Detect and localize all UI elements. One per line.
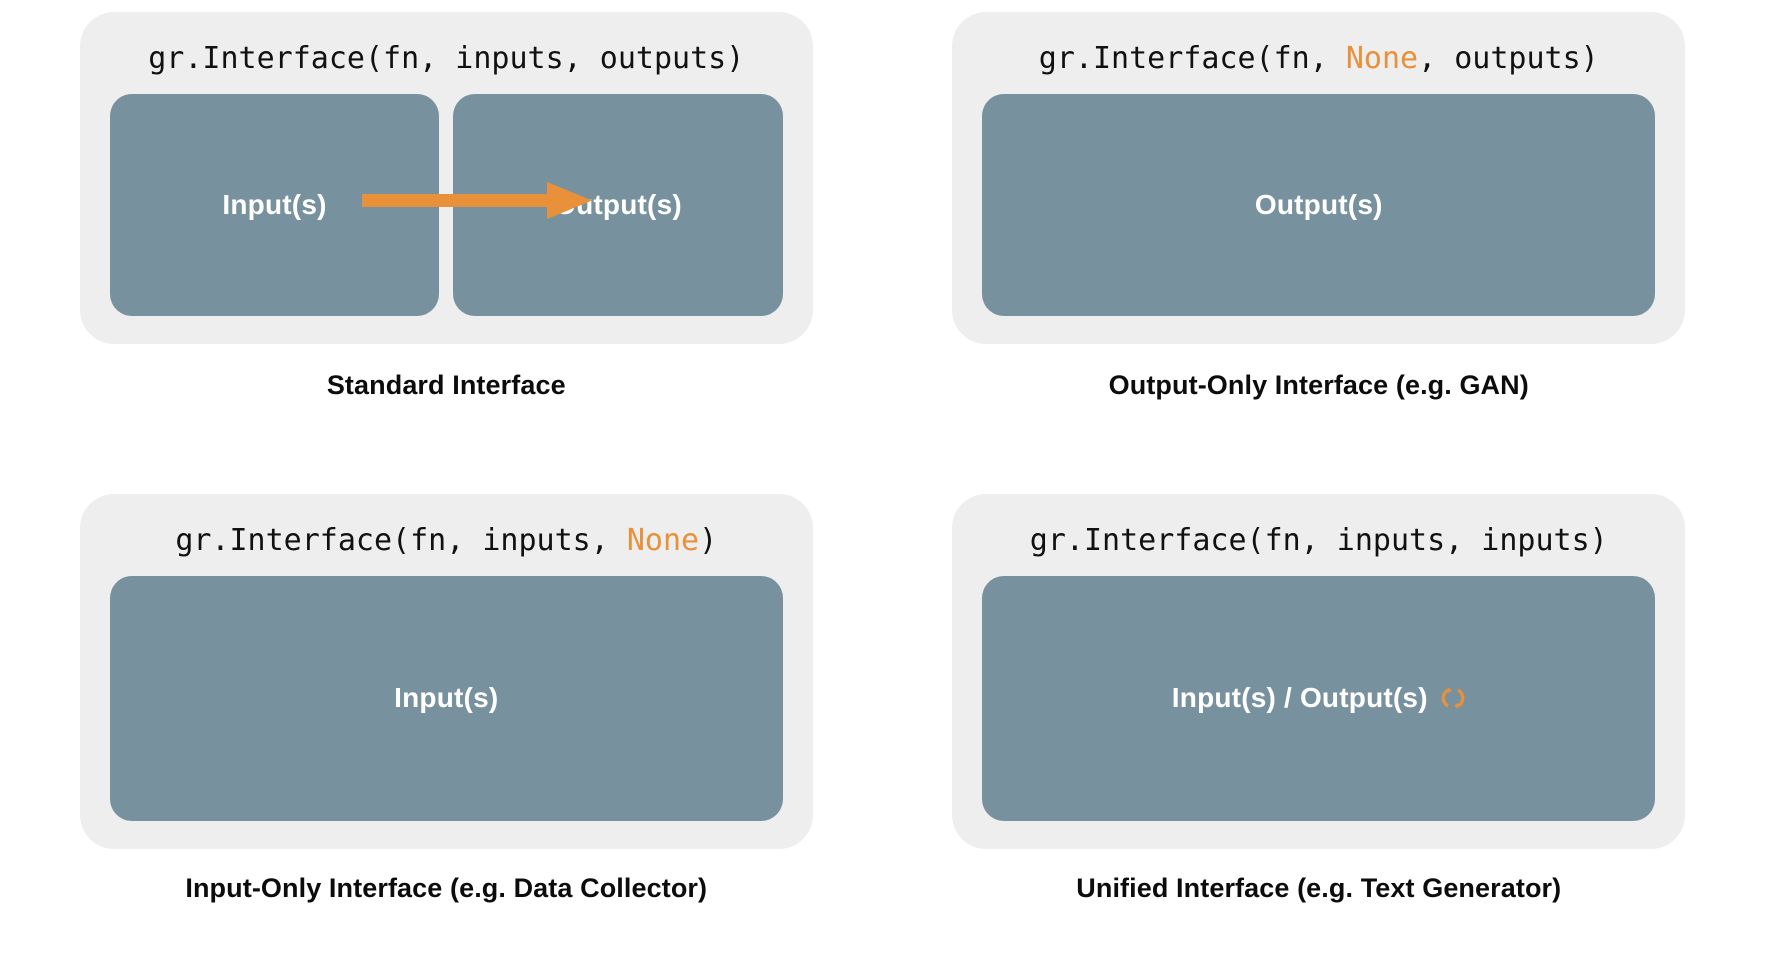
code-signature: gr.Interface(fn, inputs, None) [175,522,718,558]
panel-standard-interface: gr.Interface(fn, inputs, outputs) Input(… [30,12,863,484]
code-text-prefix: gr.Interface(fn, inputs, [175,522,627,558]
box-row: Input(s) [109,575,783,821]
input-box-label: Input(s) [394,682,499,713]
output-box[interactable]: Output(s) [982,94,1656,316]
input-output-box-label-wrap: Input(s) / Output(s) [1172,682,1466,714]
code-text-suffix: , outputs) [1418,41,1599,76]
output-box[interactable]: Output(s) [453,94,783,316]
input-output-box[interactable]: Input(s) / Output(s) [982,575,1656,821]
panel-input-only-interface: gr.Interface(fn, inputs, None) Input(s) … [30,493,863,966]
code-text-suffix: ) [699,522,718,558]
output-box-label: Output(s) [1254,189,1383,220]
code-signature: gr.Interface(fn, inputs, inputs) [1029,522,1608,558]
panel-output-only-interface: gr.Interface(fn, None, outputs) Output(s… [903,12,1736,484]
panel-unified-interface: gr.Interface(fn, inputs, inputs) Input(s… [903,493,1736,966]
code-text-prefix: gr.Interface(fn, [1038,41,1346,76]
panel-card: gr.Interface(fn, inputs, outputs) Input(… [79,12,813,344]
panel-caption: Input-Only Interface (e.g. Data Collecto… [185,872,708,903]
panel-caption: Standard Interface [326,370,566,400]
output-box-label: Output(s) [554,189,682,220]
input-box-label: Input(s) [222,189,327,220]
sync-arrows-icon [1440,685,1466,711]
code-none-keyword: None [626,522,700,558]
box-row: Output(s) [982,94,1656,316]
panel-card: gr.Interface(fn, inputs, inputs) Input(s… [952,493,1686,849]
input-box[interactable]: Input(s) [109,94,440,316]
box-row: Input(s) / Output(s) [982,575,1656,821]
panel-card: gr.Interface(fn, inputs, None) Input(s) [79,493,813,849]
code-text: gr.Interface(fn, inputs, outputs) [148,41,745,76]
code-signature: gr.Interface(fn, inputs, outputs) [148,44,744,74]
box-row: Input(s) Output(s) [109,94,783,316]
input-box[interactable]: Input(s) [109,575,783,821]
panel-card: gr.Interface(fn, None, outputs) Output(s… [952,12,1686,344]
code-none-keyword: None [1345,41,1419,76]
panel-caption: Unified Interface (e.g. Text Generator) [1076,872,1562,903]
code-text: gr.Interface(fn, inputs, inputs) [1029,522,1608,558]
panel-caption: Output-Only Interface (e.g. GAN) [1108,370,1529,400]
code-signature: gr.Interface(fn, None, outputs) [1039,44,1599,74]
input-output-box-label: Input(s) / Output(s) [1171,682,1428,713]
